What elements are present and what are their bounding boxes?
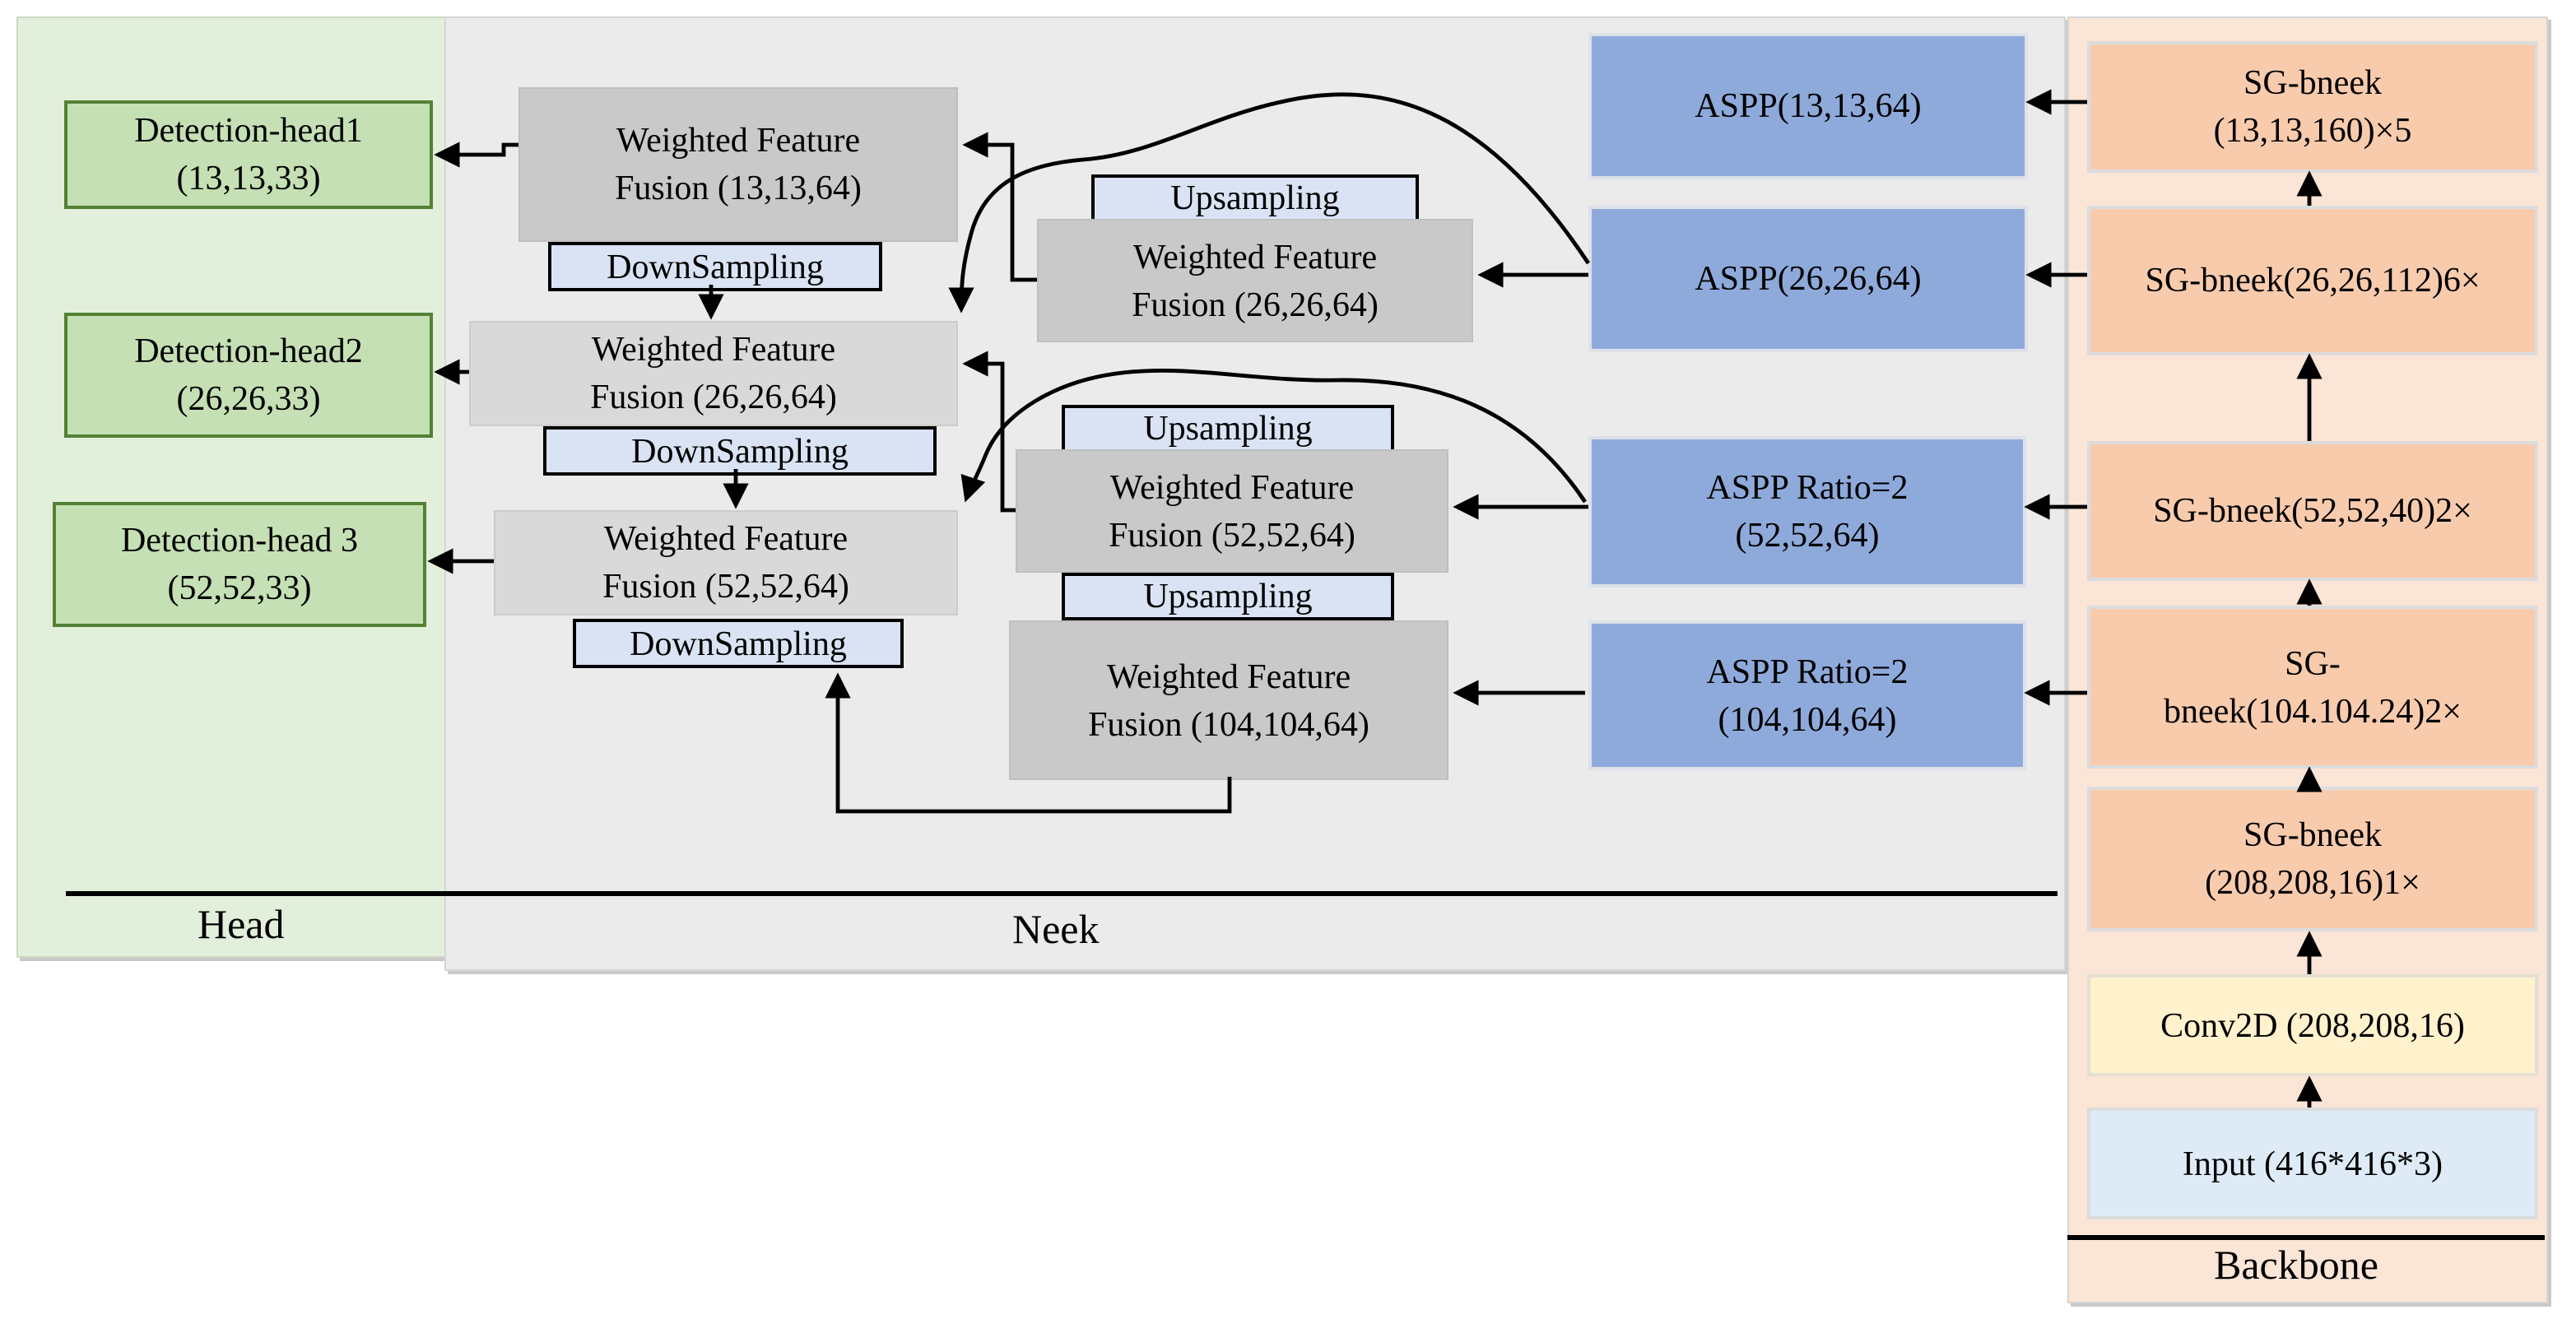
upsampling2-box: Upsampling (1062, 405, 1394, 453)
detection-head1-box: Detection-head1 (13,13,33) (64, 100, 433, 209)
upsampling3-box: Upsampling (1062, 573, 1394, 620)
detection-head1-shape: (13,13,33) (176, 158, 321, 197)
input-label: Input (416*416*3) (2182, 1143, 2443, 1183)
aspp-13-label: ASPP(13,13,64) (1695, 86, 1922, 126)
downsampling2-box: DownSampling (543, 426, 937, 476)
sg-bneek-13-line2: (13,13,160)×5 (2213, 110, 2412, 150)
detection-head2-box: Detection-head2 (26,26,33) (64, 313, 433, 438)
conv2d-label: Conv2D (208,208,16) (2160, 1005, 2465, 1045)
wff-104-mid-line2: Fusion (104,104,64) (1088, 704, 1369, 743)
wff-104-mid-box: Weighted Feature Fusion (104,104,64) (1009, 620, 1448, 780)
aspp-52-box: ASPP Ratio=2 (52,52,64) (1588, 436, 2026, 588)
sg-bneek-13-box: SG-bneek (13,13,160)×5 (2087, 41, 2538, 173)
wff-26-mid-line2: Fusion (26,26,64) (1132, 284, 1379, 323)
wff-26-mid-line1: Weighted Feature (1132, 236, 1378, 276)
sg-bneek-52-box: SG-bneek(52,52,40)2× (2087, 441, 2538, 581)
aspp-13-box: ASPP(13,13,64) (1588, 33, 2028, 179)
sg-bneek-208-box: SG-bneek (208,208,16)1× (2087, 787, 2538, 931)
wff-26-left-line2: Fusion (26,26,64) (590, 377, 837, 416)
aspp-52-line1: ASPP Ratio=2 (1706, 467, 1909, 508)
sg-bneek-13-line1: SG-bneek (2244, 63, 2382, 103)
aspp-26-label: ASPP(26,26,64) (1695, 258, 1922, 299)
sg-bneek-104-line2: bneek(104.104.24)2× (2164, 690, 2462, 730)
downsampling1-box: DownSampling (548, 242, 882, 291)
sg-bneek-52-label: SG-bneek(52,52,40)2× (2153, 490, 2472, 531)
wff-26-left-box: Weighted Feature Fusion (26,26,64) (469, 321, 958, 426)
aspp-52-line2: (52,52,64) (1735, 515, 1880, 555)
wff-52-mid-line2: Fusion (52,52,64) (1109, 514, 1355, 554)
aspp-104-box: ASPP Ratio=2 (104,104,64) (1588, 620, 2026, 770)
input-box: Input (416*416*3) (2087, 1108, 2538, 1219)
detection-head2-label: Detection-head2 (134, 331, 363, 371)
wff-104-mid-line1: Weighted Feature (1106, 656, 1351, 696)
sg-bneek-208-line1: SG-bneek (2244, 815, 2382, 855)
sg-bneek-26-box: SG-bneek(26,26,112)6× (2087, 206, 2538, 355)
wff-52-left-line2: Fusion (52,52,64) (602, 566, 849, 606)
aspp-26-box: ASPP(26,26,64) (1588, 206, 2028, 352)
wff-13-line1: Weighted Feature (616, 120, 861, 160)
detection-head3-box: Detection-head 3 (52,52,33) (53, 502, 426, 627)
wff-26-left-line1: Weighted Feature (591, 329, 836, 369)
wff-52-left-box: Weighted Feature Fusion (52,52,64) (494, 510, 958, 615)
aspp-104-line2: (104,104,64) (1718, 699, 1897, 738)
wff-26-mid-box: Weighted Feature Fusion (26,26,64) (1037, 219, 1473, 342)
detection-head3-shape: (52,52,33) (167, 568, 312, 607)
wff-13-box: Weighted Feature Fusion (13,13,64) (518, 87, 958, 242)
detection-head1-label: Detection-head1 (134, 110, 363, 151)
downsampling3-box: DownSampling (573, 619, 904, 668)
sg-bneek-104-line1: SG- (2285, 643, 2341, 683)
sg-bneek-104-box: SG- bneek(104.104.24)2× (2087, 606, 2538, 769)
backbone-section-label: Backbone (2214, 1244, 2378, 1289)
sg-bneek-26-label: SG-bneek(26,26,112)6× (2145, 260, 2481, 300)
wff-52-mid-box: Weighted Feature Fusion (52,52,64) (1016, 449, 1448, 573)
aspp-104-line1: ASPP Ratio=2 (1706, 651, 1909, 691)
neck-section-label: Neek (1012, 908, 1100, 953)
wff-52-mid-line1: Weighted Feature (1109, 467, 1355, 507)
wff-13-line2: Fusion (13,13,64) (615, 168, 862, 207)
conv2d-box: Conv2D (208,208,16) (2087, 974, 2538, 1076)
sg-bneek-208-line2: (208,208,16)1× (2205, 862, 2420, 902)
upsampling1-box: Upsampling (1091, 174, 1419, 222)
wff-52-left-line1: Weighted Feature (603, 518, 849, 559)
detection-head2-shape: (26,26,33) (176, 379, 321, 418)
head-section-label: Head (198, 903, 285, 948)
detection-head3-label: Detection-head 3 (120, 520, 359, 560)
